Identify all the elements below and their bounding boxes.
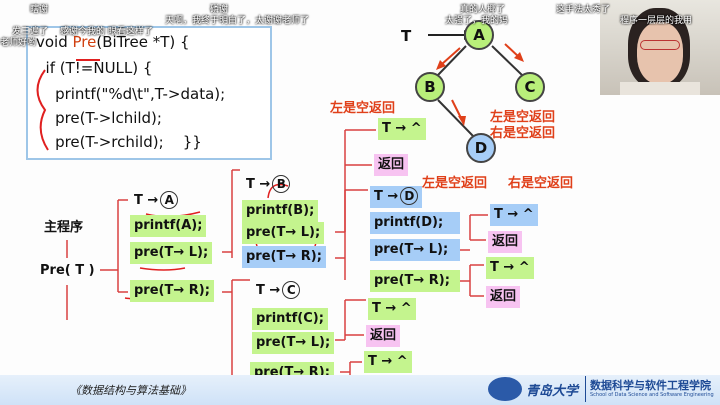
code-line-2: if (T!=NULL) { [36,59,153,77]
c-printf: printf(C); [252,308,328,330]
cL-null: T → ^ [368,298,416,320]
code-line-1: void Pre(BiTree *T) { [36,33,190,51]
footer-school-en: School of Data Science and Software Engi… [590,392,714,398]
a-preR: pre(T→ R); [130,280,214,302]
footer-school: 数据科学与软件工程学院 [590,379,711,392]
pre-T-label: Pre( T ) [40,263,95,278]
bL-null: T → ^ [378,118,426,140]
dL-return: 返回 [488,231,523,253]
c-call: T →C [252,280,304,302]
annotation-right-empty-d: 右是空返回 [508,176,574,191]
tree-T-label: T [401,27,412,45]
b-call: T →B [242,174,294,196]
annotation-left-empty-b: 左是空返回 [330,101,396,116]
annotation-left-empty-d: 左是空返回 [422,176,488,191]
danmu-7: 发三遍了 [12,27,49,37]
danmu-9: 老师好哟 [0,38,37,48]
danmu-8: 感谢今我的 眼看这样了 [60,27,153,37]
b-preL: pre(T→ L); [242,222,325,244]
dR-return: 返回 [486,286,521,308]
annotation-left-empty-c: 左是空返回 [490,110,556,125]
footer-bar [0,375,720,405]
b-printf: printf(B); [242,200,319,222]
danmu-6: 太强了，我的妈 [445,16,509,26]
code-line-4: pre(T->lchild); [36,109,162,127]
footer-book-title: 《数据结构与算法基础》 [70,384,191,397]
danmu-10: 程序一层层的我用 [620,16,693,26]
d-call: T →D [370,186,423,208]
code-line-5: pre(T->rchild); }} [36,133,202,151]
university-logo [488,377,522,401]
c-preL: pre(T→ L); [252,332,335,354]
a-printf: printf(A); [130,215,207,237]
footer-divider [585,376,586,402]
dR-null: T → ^ [486,257,534,279]
cL-return: 返回 [366,325,401,347]
danmu-3: 真的人椰了 [460,5,506,15]
d-preL: pre(T→ L); [370,239,460,261]
code-box: void Pre(BiTree *T) { if (T!=NULL) { pri… [26,26,272,160]
annotation-right-empty-c: 右是空返回 [490,126,556,141]
cR-null: T → ^ [364,351,412,373]
main-program-label: 主程序 [44,220,84,235]
danmu-1: 瞎谢 [30,5,49,15]
presenter-glasses [640,40,680,50]
code-line-3: printf("%d\t",T->data); [36,85,226,103]
bL-return: 返回 [374,154,409,176]
danmu-4: 这手法太秀了 [556,5,611,15]
d-printf: printf(D); [370,212,460,234]
danmu-2: 磷谢 [210,5,229,15]
presenter-collar [620,82,700,95]
a-call: T →A [130,190,182,212]
d-preR: pre(T→ R); [370,270,460,292]
presenter-face [637,22,683,84]
b-preR: pre(T→ R); [242,246,326,268]
footer-university: 青岛大学 [526,384,579,399]
node-C: C [515,72,545,102]
a-preL: pre(T→ L); [130,242,213,264]
webcam-view [600,0,720,95]
node-B: B [415,72,445,102]
node-D: D [466,133,496,163]
node-A: A [464,20,494,50]
dL-null: T → ^ [490,204,538,226]
danmu-5: 天啊，我终于明白了，太谢谢老师了 [165,16,310,26]
